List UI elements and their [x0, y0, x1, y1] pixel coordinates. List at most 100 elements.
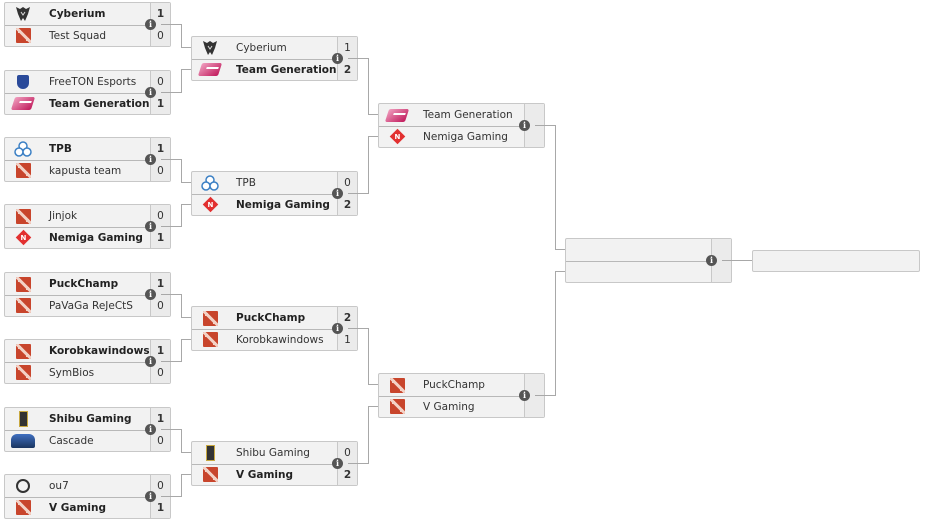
team-score: 1: [150, 227, 170, 248]
team-logo: [8, 295, 38, 317]
team-row[interactable]: [566, 239, 731, 262]
team-score: 2: [337, 307, 357, 329]
match-info-icon[interactable]: i: [145, 289, 156, 300]
match-info-icon[interactable]: i: [706, 255, 717, 266]
match-info-icon[interactable]: i: [145, 356, 156, 367]
bracket-connector: [161, 429, 181, 430]
bracket-connector: [348, 328, 368, 329]
match-info-icon[interactable]: i: [145, 424, 156, 435]
bracket-connector: [368, 136, 369, 194]
team-name: V Gaming: [423, 400, 475, 413]
cyberium-logo-icon: [203, 41, 217, 55]
team-name: Cyberium: [49, 8, 106, 20]
team-logo: [382, 104, 412, 126]
bracket-connector: [161, 92, 181, 93]
team-row[interactable]: PuckChamp: [379, 374, 544, 397]
team-row[interactable]: [566, 261, 731, 282]
team-row[interactable]: Team Generation: [379, 104, 544, 127]
bracket-connector: [181, 294, 182, 318]
bracket-connector: [555, 125, 556, 250]
match-info-icon[interactable]: i: [519, 390, 530, 401]
bracket-connector: [181, 182, 191, 183]
team-logo: [8, 71, 38, 93]
bracket-connector: [181, 452, 191, 453]
match-info-icon[interactable]: i: [332, 53, 343, 64]
match-info-icon[interactable]: i: [332, 458, 343, 469]
team-logo: [8, 160, 38, 182]
tpb-logo-icon: [14, 141, 32, 157]
match-info-icon[interactable]: i: [145, 491, 156, 502]
round3-match[interactable]: PuckChamp V Gaming: [378, 373, 545, 418]
final-match[interactable]: [565, 238, 732, 283]
match-info-icon[interactable]: i: [519, 120, 530, 131]
team-score: 0: [150, 205, 170, 227]
champion-slot: [752, 250, 920, 272]
match-info-icon[interactable]: i: [332, 323, 343, 334]
team-score: 1: [337, 329, 357, 350]
team-logo: [569, 261, 599, 283]
team-row[interactable]: V Gaming: [379, 396, 544, 417]
dota-logo-icon: [15, 208, 31, 224]
match-info-icon[interactable]: i: [145, 87, 156, 98]
team-logo: [569, 239, 599, 261]
match-info-icon[interactable]: i: [145, 154, 156, 165]
team-score: 1: [150, 138, 170, 160]
dota-logo-icon: [15, 365, 31, 380]
team-name: Cascade: [49, 434, 94, 447]
team-logo: [382, 374, 412, 396]
bracket-connector: [368, 328, 369, 385]
team-name: Team Generation: [49, 97, 150, 110]
match-info-icon[interactable]: i: [332, 188, 343, 199]
dota-logo-icon: [202, 467, 218, 482]
bracket-connector: [181, 474, 191, 475]
team-name: PaVaGa ReJeCtS: [49, 299, 133, 312]
team-logo: [8, 497, 38, 519]
bracket-connector: [181, 69, 182, 93]
team-logo: [195, 329, 225, 351]
dota-logo-icon: [202, 332, 218, 347]
team-name: TPB: [236, 177, 256, 189]
match-info-icon[interactable]: i: [145, 221, 156, 232]
bracket-connector: [181, 317, 191, 318]
dota-logo-icon: [15, 343, 31, 359]
match-info-icon[interactable]: i: [145, 19, 156, 30]
